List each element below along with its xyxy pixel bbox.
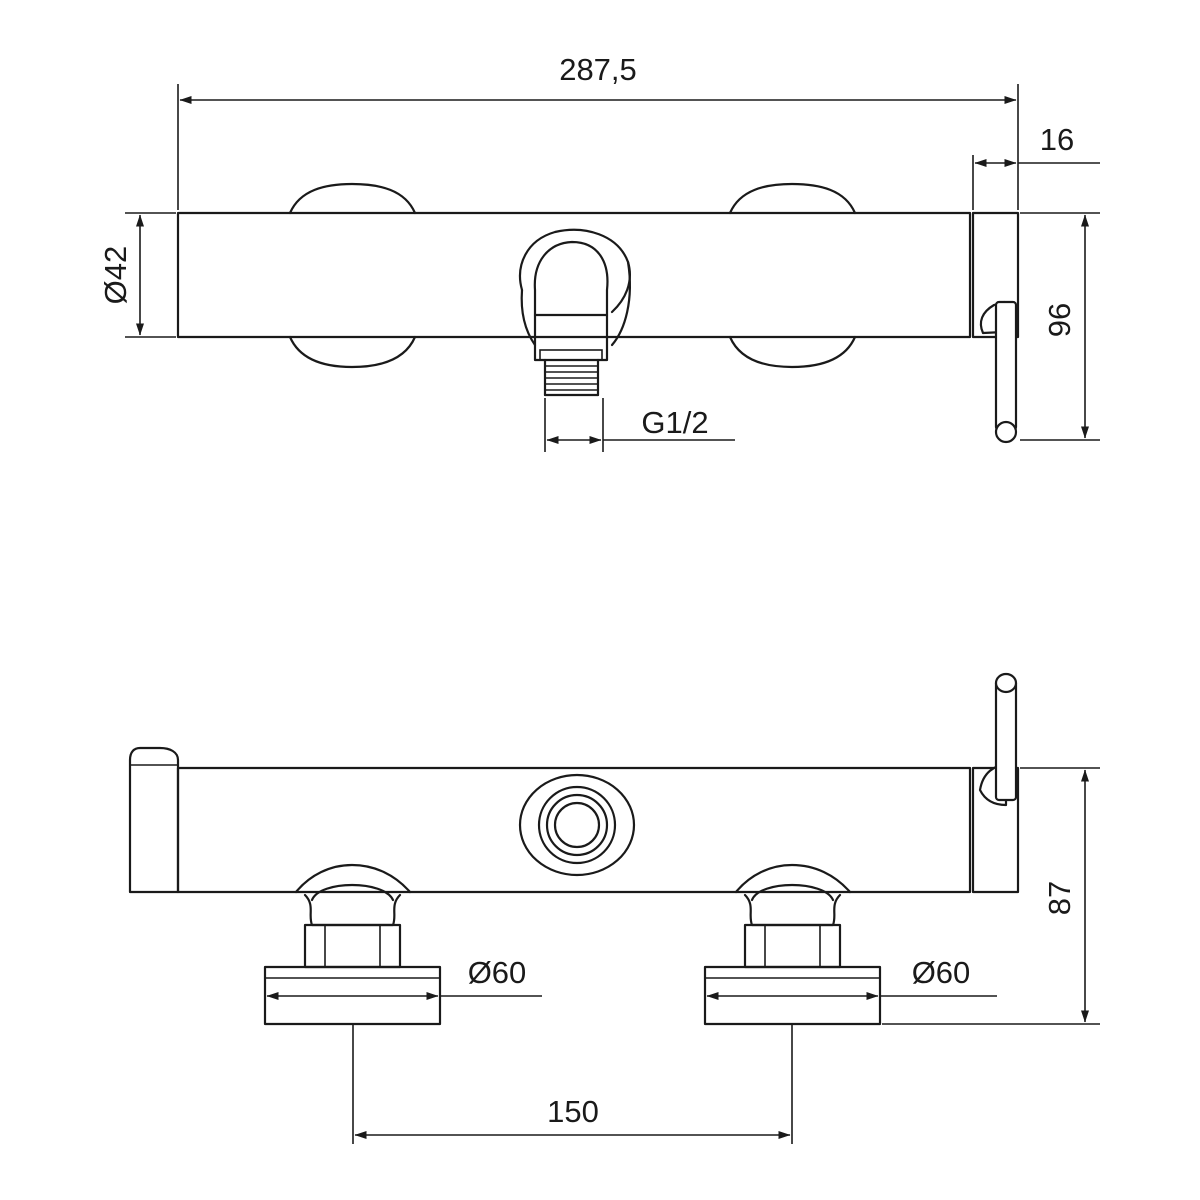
mixer-body-front: [176, 766, 972, 894]
handle-assembly-front: [971, 672, 1020, 894]
total-height-label: 96: [1042, 303, 1077, 337]
right-inlet: [703, 863, 882, 1026]
outlet-thread-label: G1/2: [641, 405, 708, 440]
front-view: Ø60 Ø60 150 87: [128, 672, 1100, 1144]
mixer-body: [176, 211, 972, 339]
dim-total-height: 96: [1020, 212, 1100, 441]
left-inlet: [263, 863, 442, 1026]
total-depth-label: 87: [1042, 881, 1077, 915]
handle-offset-label: 16: [1040, 122, 1074, 157]
dim-overall-length: 287,5: [177, 52, 1019, 210]
body-diameter-label: Ø42: [98, 246, 133, 305]
overall-length-label: 287,5: [559, 52, 637, 87]
dim-right-flange: Ø60: [706, 955, 997, 1000]
right-flange-label: Ø60: [912, 955, 971, 990]
outlet-elbow: [518, 228, 631, 397]
inlet-spacing-label: 150: [547, 1094, 599, 1129]
dim-inlet-spacing: 150: [352, 1024, 793, 1144]
dim-body-diameter: Ø42: [98, 212, 176, 338]
dim-left-flange: Ø60: [266, 955, 542, 1000]
dim-total-depth: 87: [882, 767, 1100, 1025]
end-cap: [128, 746, 180, 894]
dim-handle-offset: 16: [972, 122, 1100, 210]
dim-outlet-thread: G1/2: [544, 398, 735, 452]
outlet-port: [518, 773, 636, 877]
right-valve-disc: [728, 182, 857, 369]
top-view: 287,5 16 Ø42 96 G1/2: [98, 52, 1100, 452]
left-valve-disc: [288, 182, 417, 369]
left-flange-label: Ø60: [468, 955, 527, 990]
handle-assembly: [971, 211, 1020, 444]
